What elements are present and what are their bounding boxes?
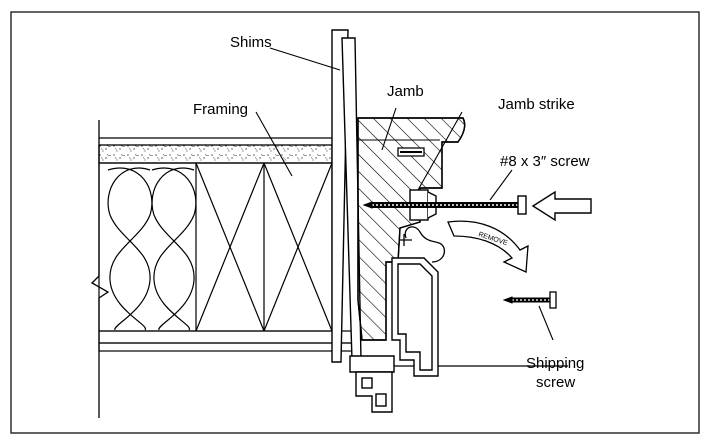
drywall [98,137,333,164]
framing-studs [195,162,333,332]
push-arrow [531,190,592,222]
weatherstrip-clip [397,147,425,157]
jamb [357,117,466,341]
shims [331,29,362,363]
shipping-label-line1: Shipping [526,355,584,372]
bottom-plate [98,330,355,352]
jamb-label: Jamb [387,83,424,100]
shims-label: Shims [230,34,272,51]
framing-label: Framing [193,101,248,118]
leader-lines [255,47,554,341]
shipping-screw [502,291,557,309]
diagram-border [10,11,700,434]
long-screw [362,195,527,215]
insulation [98,162,333,332]
shipping-label-line2: screw [536,374,575,391]
wall-break-line [90,120,110,418]
jamb-strike-label: Jamb strike [498,96,575,113]
frame-extrusion [349,257,439,413]
remove-arrow [447,220,529,273]
spring-clip [400,226,446,263]
screw-label: #8 x 3″ screw [500,153,590,170]
